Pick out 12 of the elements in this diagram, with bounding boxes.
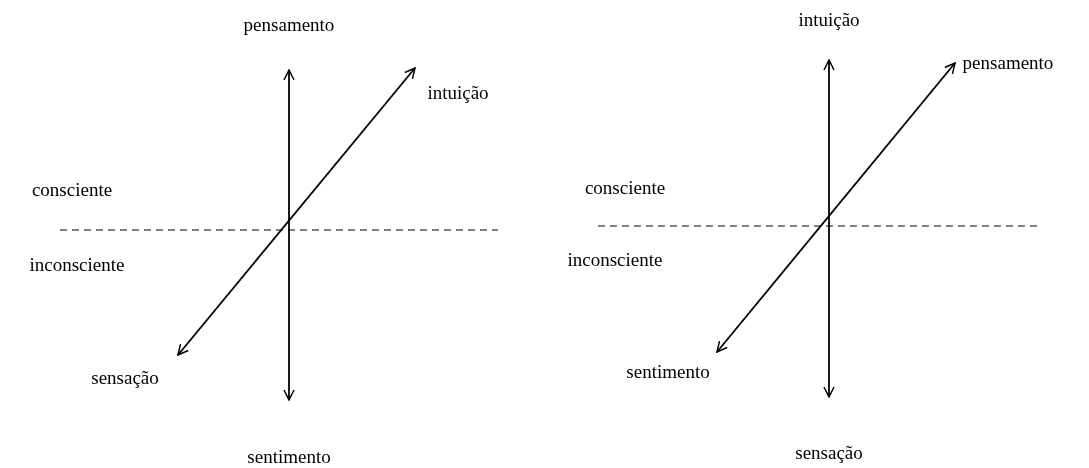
- axis-label: sentimento: [247, 446, 331, 468]
- axis-label: sensação: [795, 442, 863, 464]
- axis-label: intuição: [427, 82, 489, 104]
- axis-label: consciente: [584, 177, 666, 199]
- axis-label: pensamento: [243, 14, 335, 36]
- axis-label: inconsciente: [29, 254, 125, 276]
- axis-label: sentimento: [626, 361, 710, 383]
- axis-label: intuição: [798, 9, 860, 31]
- axis-label: pensamento: [962, 52, 1054, 74]
- axis-label: consciente: [31, 179, 113, 201]
- axis-label: sensação: [91, 367, 159, 389]
- axis-label: inconsciente: [567, 249, 663, 271]
